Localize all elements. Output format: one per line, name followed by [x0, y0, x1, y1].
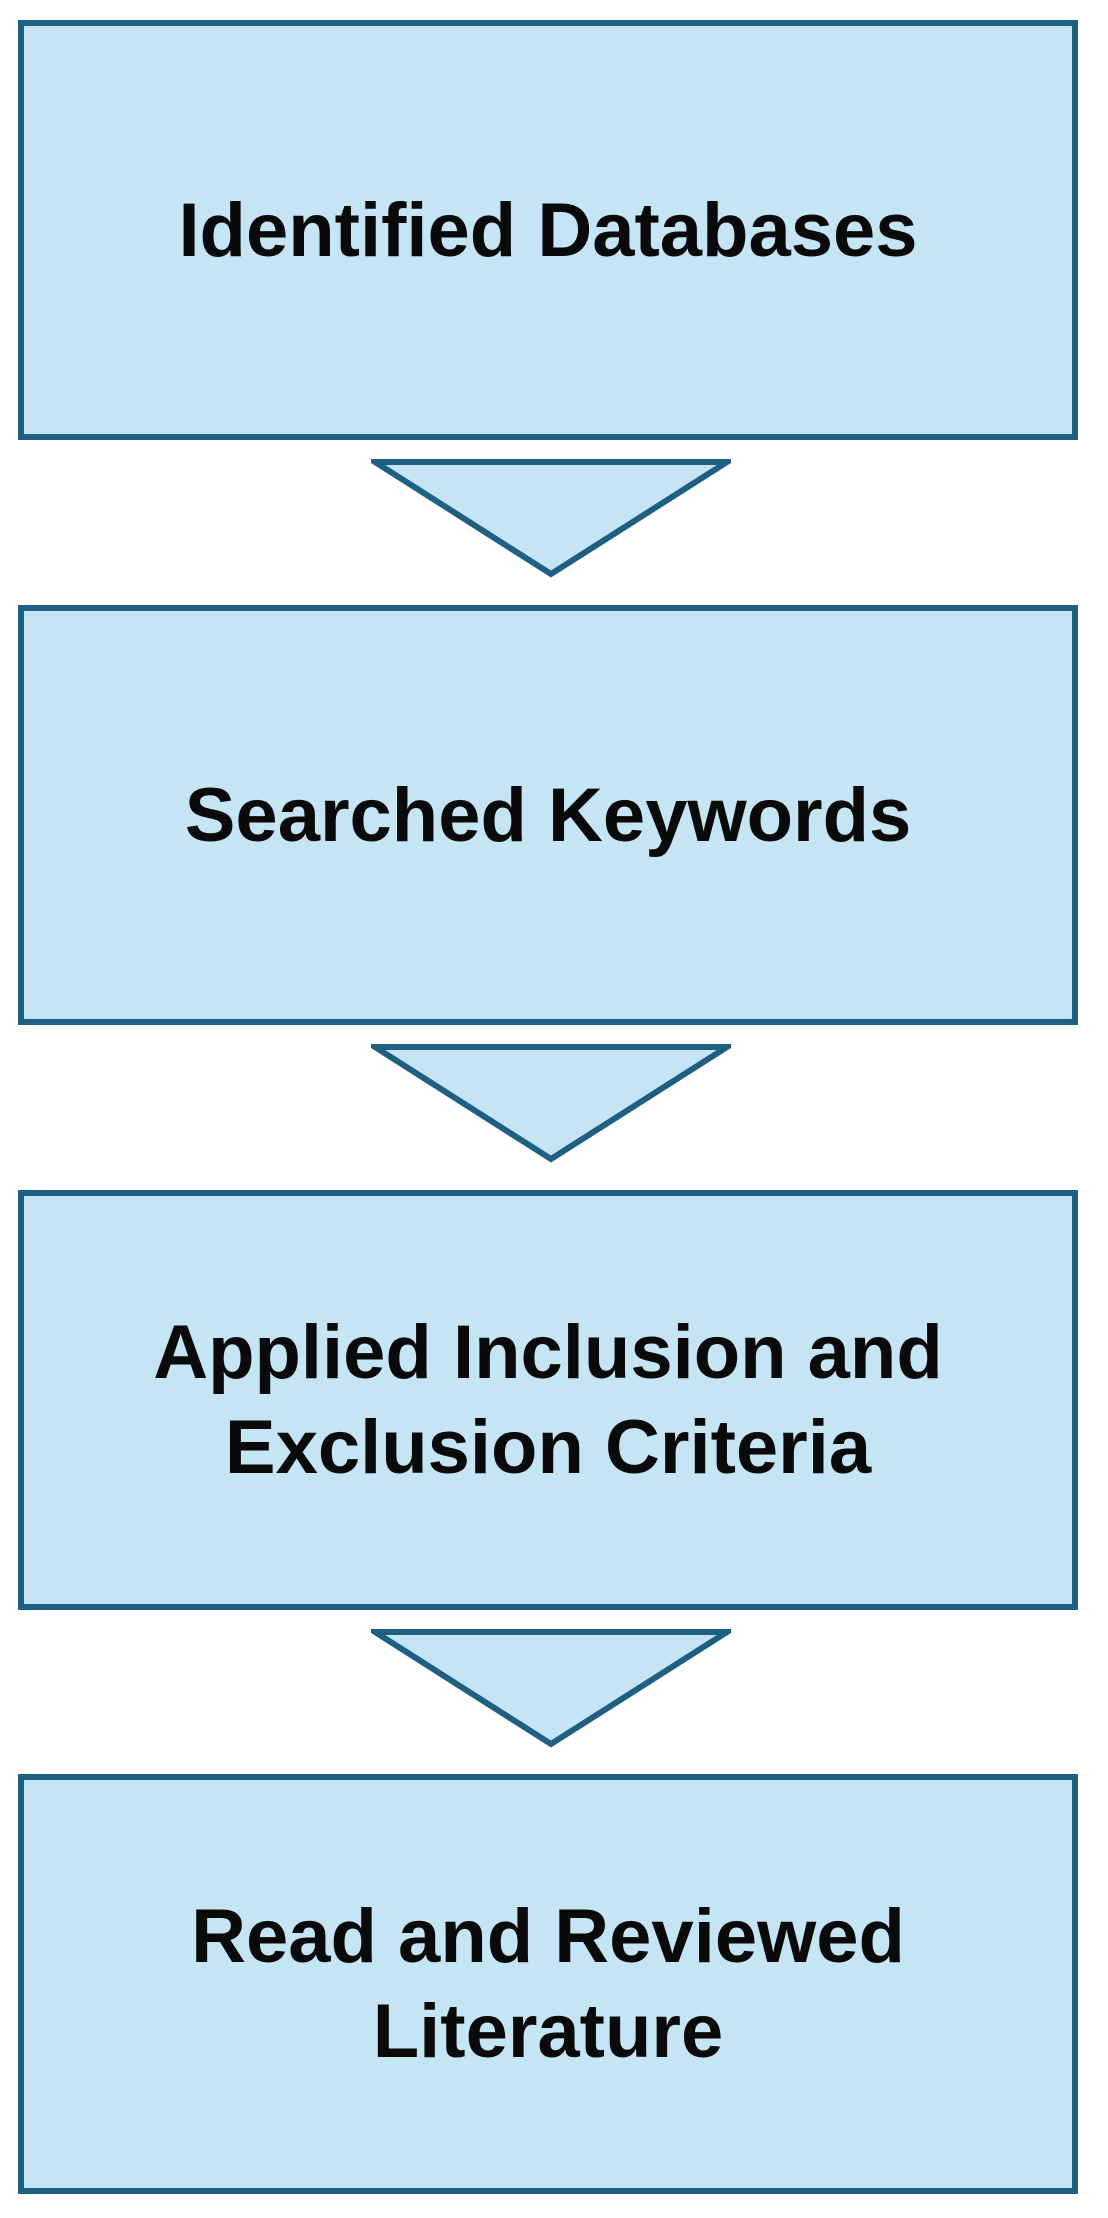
step-box-reviewed-literature: Read and Reviewed Literature: [18, 1774, 1078, 2194]
step-label: Identified Databases: [178, 187, 918, 273]
down-arrow-icon: [371, 1044, 731, 1163]
step-label: Read and Reviewed Literature: [191, 1894, 905, 2074]
step-label: Applied Inclusion and Exclusion Criteria: [153, 1310, 943, 1490]
step-label: Searched Keywords: [184, 772, 912, 858]
down-arrow-icon: [371, 459, 731, 578]
step-box-identified-databases: Identified Databases: [18, 20, 1078, 440]
down-arrow-icon: [371, 1629, 731, 1748]
step-box-searched-keywords: Searched Keywords: [18, 605, 1078, 1025]
step-box-applied-criteria: Applied Inclusion and Exclusion Criteria: [18, 1190, 1078, 1610]
